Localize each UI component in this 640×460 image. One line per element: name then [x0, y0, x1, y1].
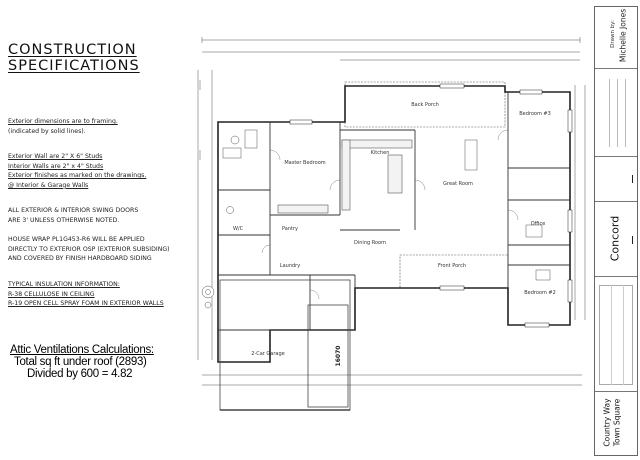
- title-block-plan-name: Concord: [595, 202, 637, 277]
- plan-name: Concord: [608, 215, 622, 262]
- room-wic: W/C: [233, 226, 244, 232]
- title-block: Drawn by: Michelle Jones Concord Country…: [594, 6, 638, 456]
- room-great-room: Great Room: [443, 181, 473, 187]
- room-dining: Dining Room: [354, 240, 386, 246]
- note-walls: Exterior Wall are 2" X 6" Studs Interior…: [8, 153, 147, 189]
- room-garage: 2-Car Garage: [251, 351, 285, 357]
- room-front-porch: Front Porch: [438, 263, 466, 269]
- room-pantry: Pantry: [282, 226, 298, 232]
- attic-total: Total sq ft under roof (2893): [14, 356, 147, 368]
- title-block-revisions: [595, 277, 637, 392]
- room-office: Office: [531, 221, 546, 227]
- spec-title-line2: SPECIFICATIONS: [8, 58, 140, 74]
- attic-divided: Divided by 600 = 4.82: [27, 368, 133, 380]
- spec-title-line1: CONSTRUCTION: [8, 42, 137, 58]
- note-insulation: TYPICAL INSULATION INFORMATION: R-38 CEL…: [8, 281, 164, 308]
- title-block-location: Country Way Town Square: [602, 398, 622, 447]
- room-bedroom-2: Bedroom #2: [524, 290, 556, 296]
- attic-heading: Attic Ventilations Calculations:: [10, 344, 154, 356]
- room-master-bedroom: Master Bedroom: [284, 160, 325, 166]
- room-back-porch: Back Porch: [411, 102, 439, 108]
- title-block-firm: [595, 69, 637, 157]
- floor-plan: Back Porch Bedroom #3 Master Bedroom Kit…: [197, 37, 586, 411]
- room-bedroom-3: Bedroom #3: [519, 111, 551, 117]
- title-block-drawn-by: Drawn by: Michelle Jones: [595, 7, 637, 69]
- room-kitchen: Kitchen: [371, 150, 390, 156]
- attic-ventilation: Attic Ventilations Calculations: Total s…: [10, 344, 160, 380]
- spec-title: CONSTRUCTION SPECIFICATIONS: [8, 42, 140, 74]
- note-doors: ALL EXTERIOR & INTERIOR SWING DOORS ARE …: [8, 207, 139, 224]
- note-house-wrap: HOUSE WRAP PL1G453-R6 WILL BE APPLIED DI…: [8, 236, 170, 263]
- title-block-sheet: [595, 157, 637, 202]
- room-laundry: Laundry: [280, 263, 300, 269]
- garage-dimension: 16070: [335, 346, 342, 367]
- note-framing: Exterior dimensions are to framing. (ind…: [8, 118, 118, 135]
